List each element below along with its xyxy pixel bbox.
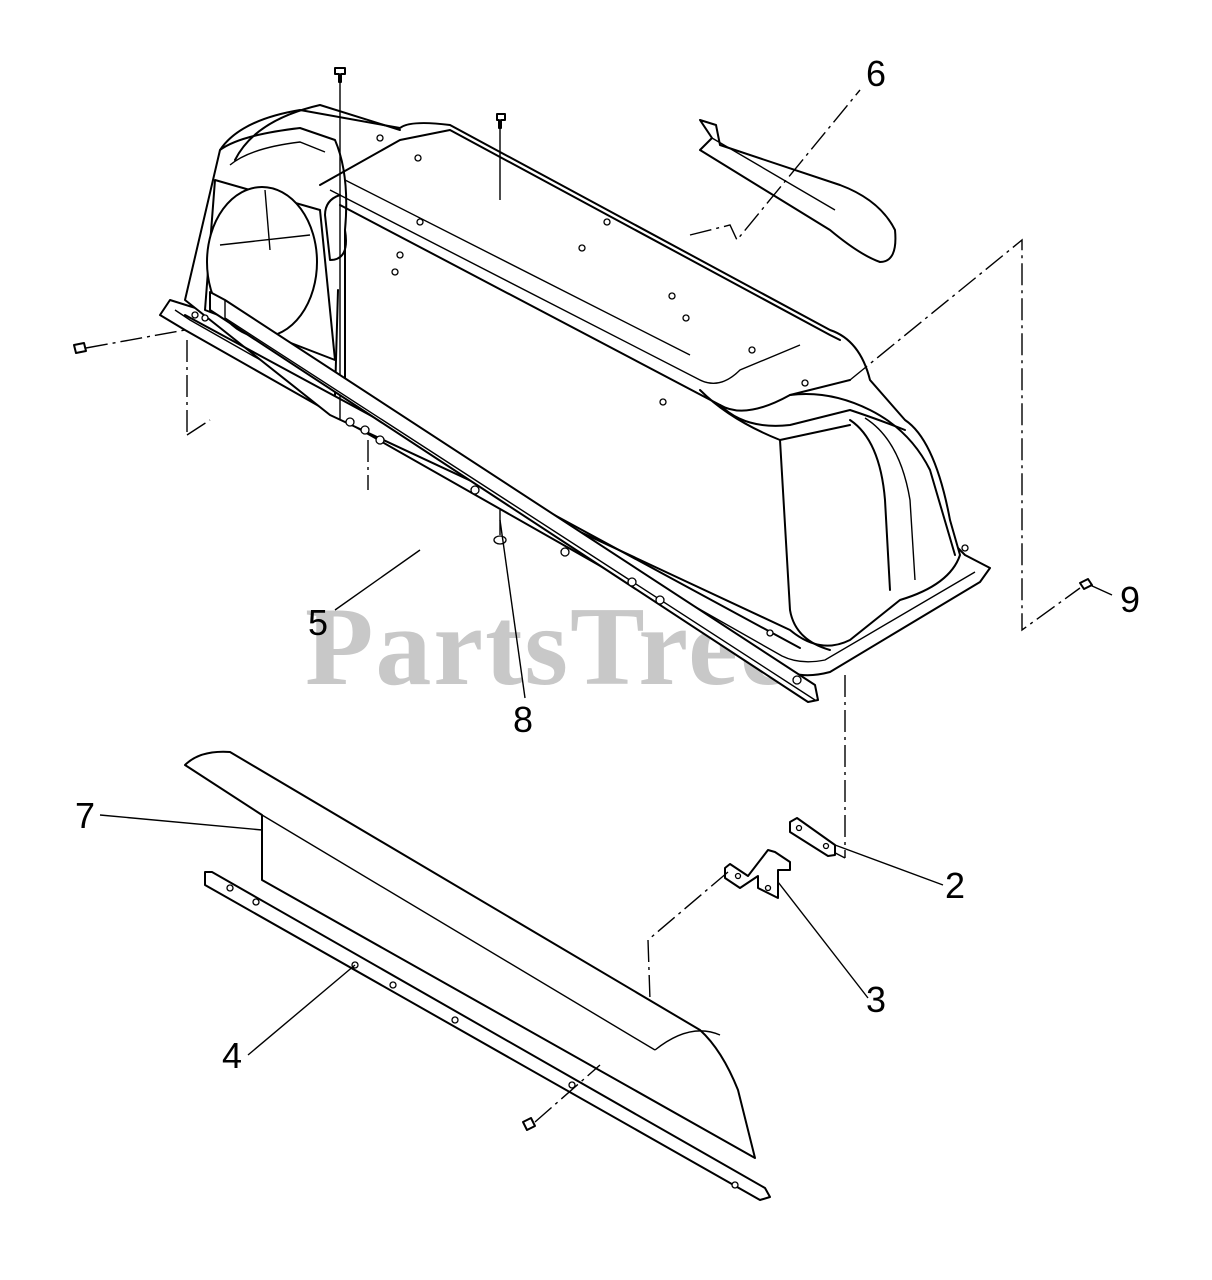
callout-6: 6 <box>866 53 886 94</box>
callout-2: 2 <box>945 865 965 906</box>
callout-5: 5 <box>308 602 328 643</box>
callout-8: 8 <box>513 699 533 740</box>
top-bolts <box>334 67 506 390</box>
callout-4: 4 <box>222 1035 242 1076</box>
callout-7: 7 <box>75 795 95 836</box>
callout-3: 3 <box>866 979 886 1020</box>
part-5-rail <box>186 291 819 703</box>
part-8-washer <box>493 510 507 545</box>
side-bolt-left <box>73 329 186 354</box>
callout-labels: 6 9 5 8 7 2 3 4 <box>75 53 1140 1076</box>
part-4-rail <box>204 871 771 1201</box>
part-7-shield <box>184 750 756 1159</box>
part-2-bracket <box>789 817 836 857</box>
callout-leaders <box>99 519 1113 1056</box>
callout-9: 9 <box>1120 579 1140 620</box>
part-9-screw <box>1079 578 1093 590</box>
part-6-blade <box>689 89 897 263</box>
part-3-bracket <box>647 849 791 1001</box>
